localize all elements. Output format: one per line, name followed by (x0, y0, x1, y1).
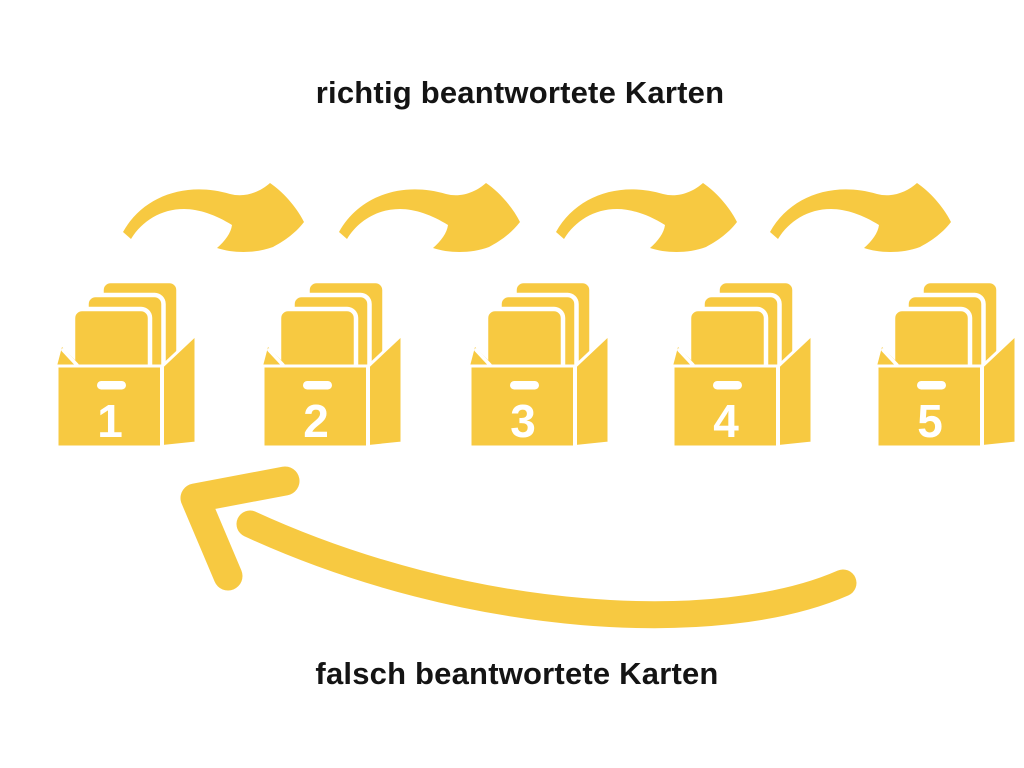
card-box-icon-2: 2 (263, 280, 403, 452)
box-number: 1 (97, 395, 123, 447)
box-number: 5 (917, 395, 943, 447)
card-box-icon-3: 3 (470, 280, 610, 452)
curved-arrow-right-icon (334, 178, 524, 258)
curved-arrow-right-icon (551, 178, 741, 258)
correct-cards-label: richtig beantwortete Karten (315, 75, 725, 110)
card-box-icon-5: 5 (877, 280, 1017, 452)
curved-return-arrow-icon (180, 466, 857, 629)
curved-arrow-right-icon (765, 178, 955, 258)
card-box-icon-4: 4 (673, 280, 813, 452)
wrong-cards-label: falsch beantwortete Karten (315, 656, 719, 691)
card-box-icon-1: 1 (57, 280, 197, 452)
curved-arrow-right-icon (118, 178, 308, 258)
box-number: 4 (713, 395, 739, 447)
box-number: 2 (303, 395, 329, 447)
box-number: 3 (510, 395, 536, 447)
